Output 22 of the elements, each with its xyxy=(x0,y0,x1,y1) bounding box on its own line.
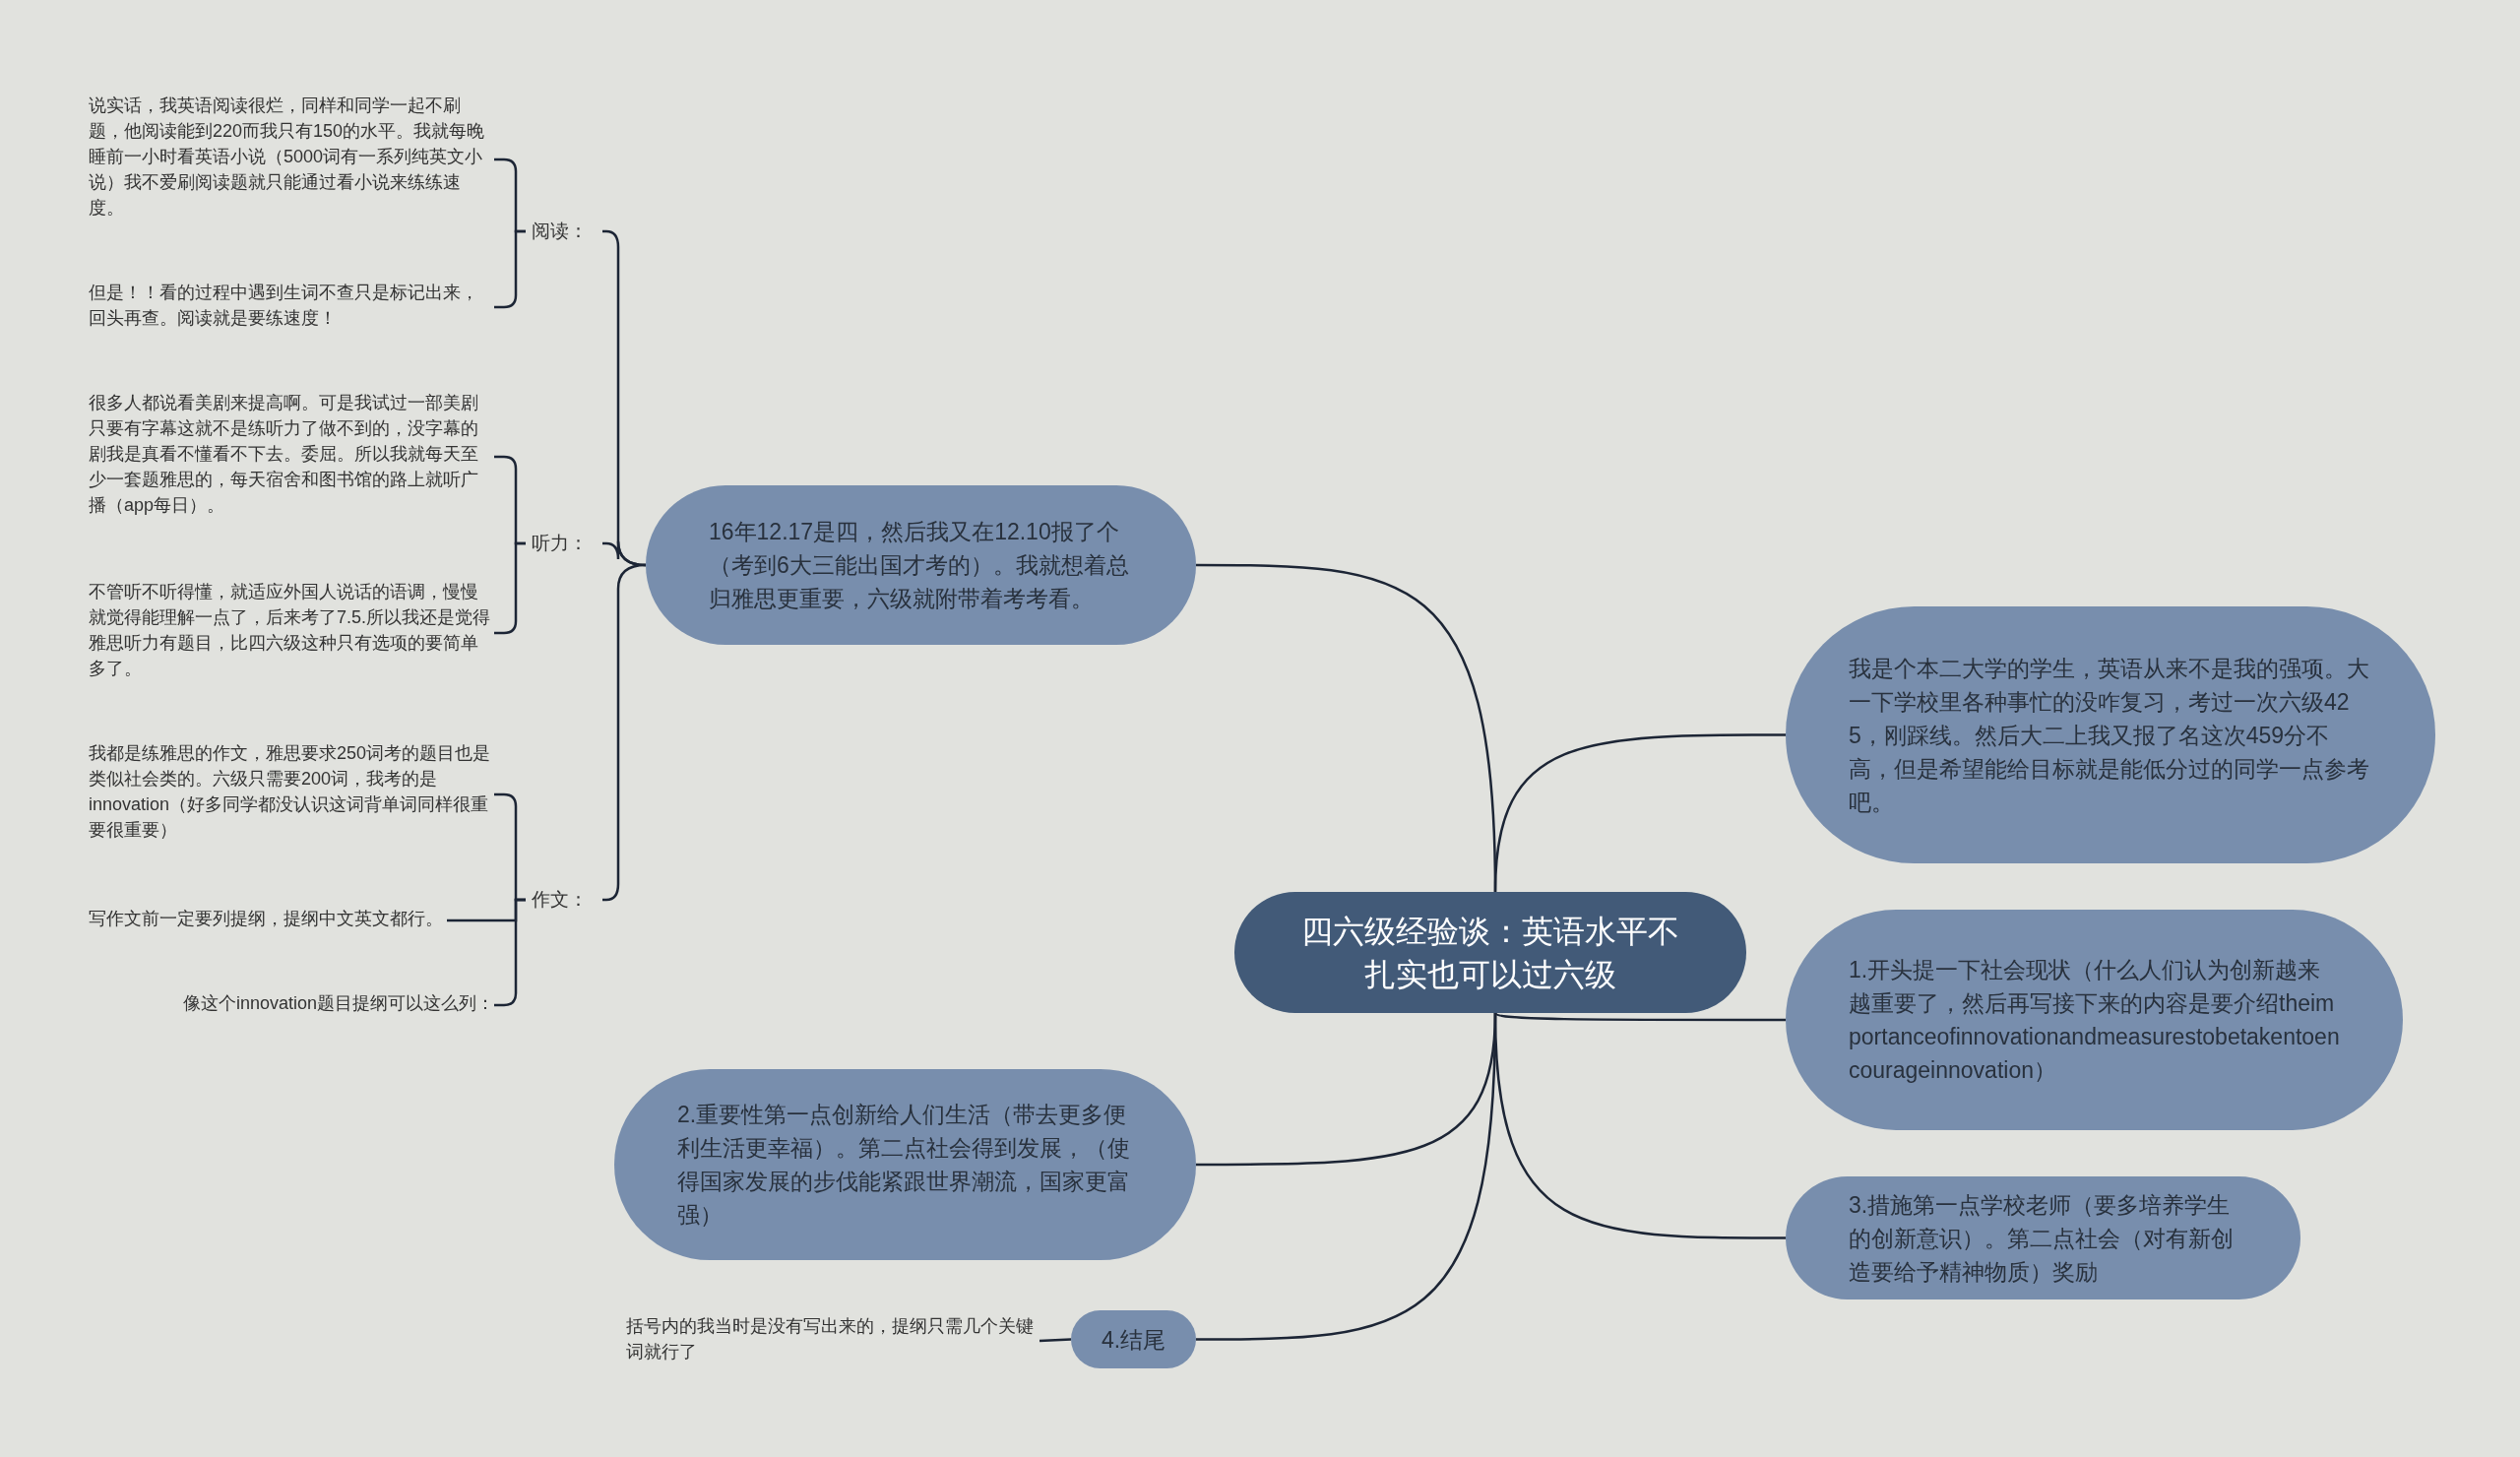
note-text: 不管听不听得懂，就适应外国人说话的语调，慢慢就觉得能理解一点了，后来考了7.5.所以我还是觉得雅思听力有题目，比四六级这种只有选项的要简单多了。 xyxy=(89,579,494,687)
connector-line xyxy=(1494,1011,1786,1022)
note-text: 说实话，我英语阅读很烂，同样和同学一起不刷题，他阅读能到220而我只有150的水平。我就每晚睡前一小时看英语小说（5000词有一系列纯英文小说）我不爱刷阅读题就只能通过看小说来练练速度。 xyxy=(89,93,494,226)
branch-label: 听力： xyxy=(532,527,602,560)
topic-text: 我是个本二大学的学生，英语从来不是我的强项。大一下学校里各种事忙的没咋复习，考过一次六级425，刚踩线。然后大二上我又报了名这次459分不高，但是希望能给目标就是能低分过的同学一点参考吧。 xyxy=(1849,654,2370,817)
connector-line xyxy=(1196,1012,1497,1341)
topic-text: 16年12.17是四，然后我又在12.10报了个（考到6大三能出国才考的）。我就想着总归雅思更重要，六级就附带着考考看。 xyxy=(709,518,1130,613)
note-text: 括号内的我当时是没有写出来的，提纲只需几个关键词就行了 xyxy=(626,1313,1040,1368)
topic-text: 3.措施第一点学校老师（要多培养学生的创新意识）。第二点社会（对有新创造要给予精神物质）奖励 xyxy=(1849,1190,2235,1287)
note-text: 很多人都说看美剧来提高啊。可是我试过一部美剧只要有字幕这就不是练听力了做不到的，没字幕的剧我是真看不懂看不下去。委屈。所以我就每天至少一套题雅思的，每天宿舍和图书馆的路上就听广播（app每日）。 xyxy=(89,390,494,524)
note-text: 但是！！看的过程中遇到生词不查只是标记出来，回头再查。阅读就是要练速度！ xyxy=(89,280,494,335)
branch-label: 阅读： xyxy=(532,215,602,248)
connector-line xyxy=(1039,1338,1072,1343)
topic-text: 4.结尾 xyxy=(1101,1325,1166,1355)
branch-label: 作文： xyxy=(532,883,602,917)
topic-text: 1.开头提一下社会现状（什么人们认为创新越来越重要了，然后再写接下来的内容是要介绍theimportanceofinnovationandmeasurestobetakentoencourageinnovation） xyxy=(1849,956,2340,1085)
note-text: 我都是练雅思的作文，雅思要求250词考的题目也是类似社会类的。六级只需要200词，我考的是innovation（好多同学都没认识这词背单词同样很重要很重要） xyxy=(89,740,494,849)
topic-text: 四六级经验谈：英语水平不扎实也可以过六级 xyxy=(1300,912,1680,994)
connector-line xyxy=(1493,733,1786,893)
topic-text: 2.重要性第一点创新给人们生活（带去更多便利生活更幸福）。第二点社会得到发展，（使得国家发展的步伐能紧跟世界潮流，国家更富强） xyxy=(677,1101,1131,1230)
note-text: 写作文前一定要列提纲，提纲中文英文都行。 xyxy=(89,906,447,935)
note-text: 像这个innovation题目提纲可以这么列： xyxy=(89,990,494,1020)
